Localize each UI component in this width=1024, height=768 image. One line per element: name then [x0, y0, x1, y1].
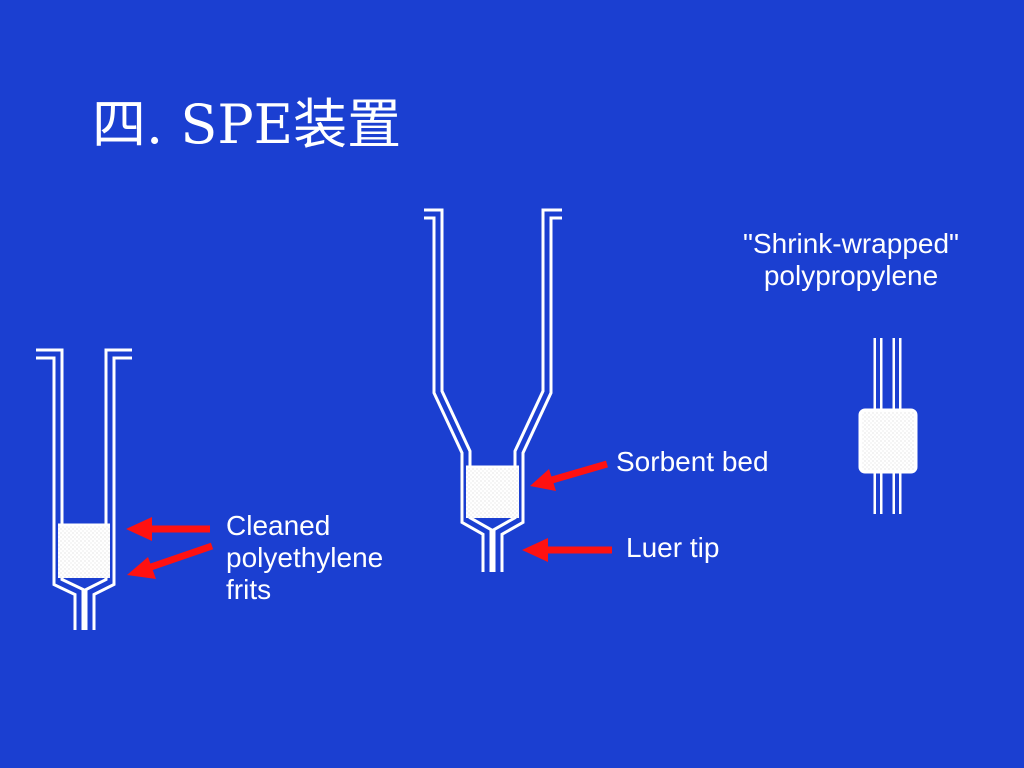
shrink-wrapped-label-line1: "Shrink-wrapped": [743, 228, 959, 259]
shrink-wrapped-bed: [858, 408, 918, 474]
shrink-wrapped-label-line2: polypropylene: [763, 260, 939, 291]
frits-label-line2: polyethylene: [226, 542, 384, 573]
sorbent-bed-block: [466, 466, 519, 518]
shrink-wrapped-label: "Shrink-wrapped" polypropylene: [706, 228, 996, 292]
luer-tip-label: Luer tip: [626, 532, 720, 563]
arrow-to-sorbent-bed: [530, 460, 608, 491]
frits-label-line1: Cleaned: [226, 510, 331, 541]
frits-label-line3: frits: [226, 574, 272, 605]
reservoir-cartridge: [424, 208, 562, 572]
frit-bed: [58, 524, 110, 578]
sorbent-bed-label: Sorbent bed: [616, 446, 769, 477]
straight-cartridge: [36, 348, 132, 630]
slide-title: 四. SPE装置: [92, 93, 402, 156]
arrow-to-frit-top: [126, 517, 210, 541]
arrow-to-luer-tip: [522, 538, 612, 562]
frits-label: Cleaned polyethylene frits: [226, 510, 383, 606]
arrow-to-frit-bottom: [127, 542, 214, 579]
